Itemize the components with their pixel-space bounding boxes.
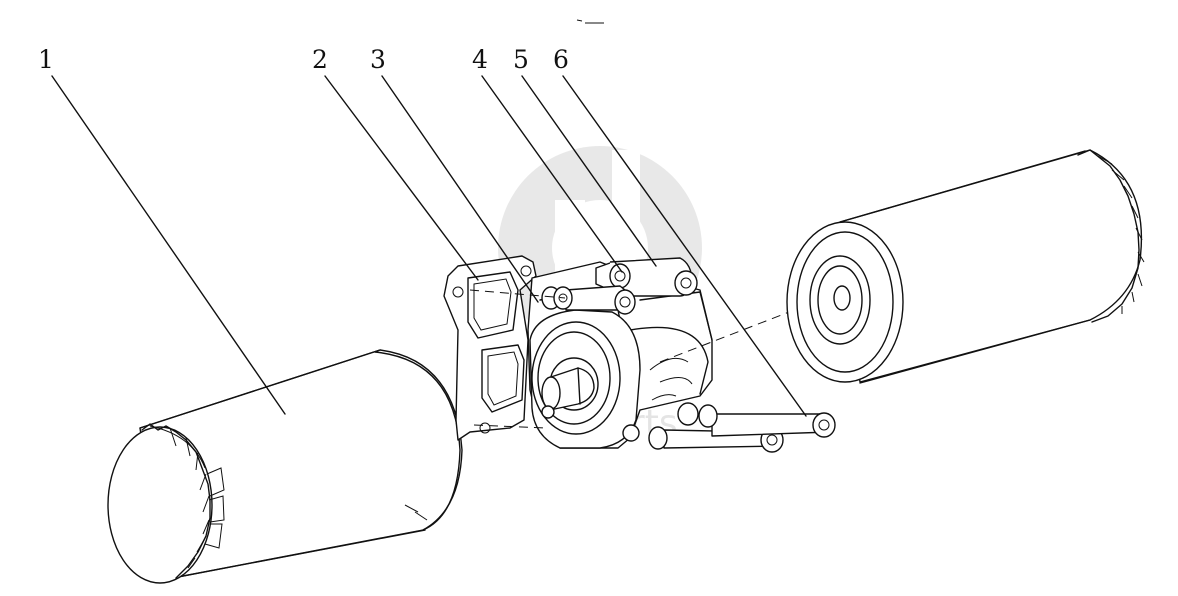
callout-1: 1 (38, 45, 54, 74)
leader-lines (51, 75, 807, 417)
callout-2: 2 (312, 45, 328, 74)
gasket (443, 255, 537, 441)
leader-1 (51, 75, 286, 415)
leader-6 (562, 75, 807, 417)
upper-bolts (541, 257, 698, 315)
leader-5 (521, 75, 657, 267)
left-filter-cartridge (107, 349, 463, 584)
callout-4: 4 (472, 45, 488, 74)
callout-5: 5 (513, 45, 529, 74)
right-filter-cartridge (786, 149, 1145, 384)
leader-4 (481, 75, 623, 273)
callout-6: 6 (553, 45, 569, 74)
callout-3: 3 (370, 45, 386, 74)
leader-3 (381, 75, 539, 303)
lower-bolts (648, 402, 836, 453)
top-mark (576, 19, 604, 24)
leader-2 (324, 75, 479, 281)
callout-numbers: 1 2 3 4 5 6 (38, 45, 569, 74)
